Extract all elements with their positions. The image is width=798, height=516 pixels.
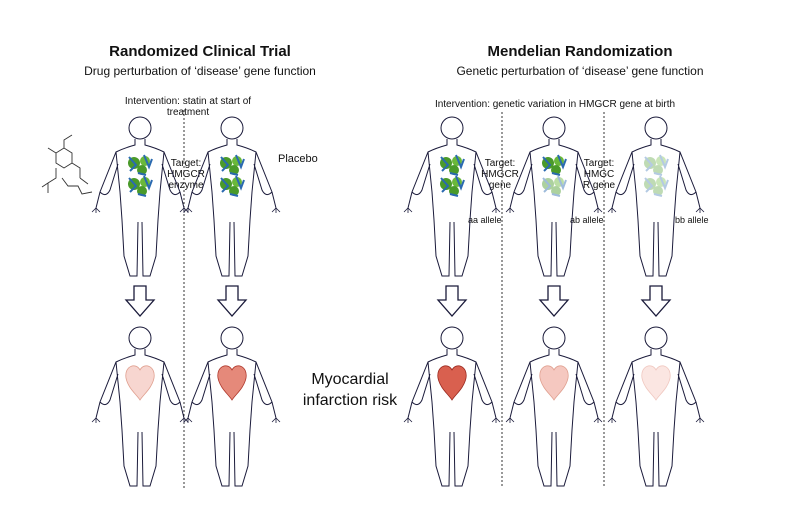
rct-statin-person bbox=[91, 116, 189, 277]
protein-icon-faded bbox=[541, 175, 567, 197]
allele-bb-label: bb allele bbox=[675, 215, 709, 225]
mr-ab-person bbox=[505, 116, 603, 277]
mr-bb-person bbox=[607, 116, 705, 277]
arrow-down-icon bbox=[437, 285, 467, 317]
heart-icon-medium bbox=[217, 365, 247, 401]
rct-target-label: Target: HMGCR enzyme bbox=[167, 158, 205, 191]
mr-ab-outcome-person bbox=[505, 326, 603, 487]
placebo-label: Placebo bbox=[278, 153, 318, 165]
protein-icon bbox=[541, 154, 567, 176]
mr-subtitle: Genetic perturbation of ‘disease’ gene f… bbox=[456, 64, 704, 78]
mr-target-label-2: Target: HMGC R gene bbox=[582, 158, 616, 191]
arrow-down-icon bbox=[539, 285, 569, 317]
mi-risk-label: Myocardial infarction risk bbox=[302, 371, 398, 409]
rct-placebo-outcome-person bbox=[183, 326, 281, 487]
protein-icon bbox=[219, 175, 245, 197]
protein-icon bbox=[219, 154, 245, 176]
mr-aa-person bbox=[403, 116, 501, 277]
protein-icon bbox=[439, 175, 465, 197]
mr-title: Mendelian Randomization bbox=[487, 43, 673, 60]
arrow-down-icon bbox=[641, 285, 671, 317]
rct-subtitle: Drug perturbation of ‘disease’ gene func… bbox=[84, 64, 316, 78]
rct-statin-outcome-person bbox=[91, 326, 189, 487]
rct-intervention-label: Intervention: statin at start of treatme… bbox=[124, 96, 252, 118]
heart-icon-faint bbox=[125, 365, 155, 401]
rct-title: Randomized Clinical Trial bbox=[109, 43, 291, 60]
statin-molecule-icon bbox=[41, 134, 93, 195]
protein-icon bbox=[439, 154, 465, 176]
mr-bb-outcome-person bbox=[607, 326, 705, 487]
protein-icon-faded bbox=[643, 154, 669, 176]
mr-aa-outcome-person bbox=[403, 326, 501, 487]
rct-placebo-person bbox=[183, 116, 281, 277]
allele-aa-label: aa allele bbox=[468, 215, 502, 225]
mr-target-label-1: Target: HMGCR gene bbox=[481, 158, 519, 191]
heart-icon-very-faint bbox=[641, 365, 671, 401]
mr-intervention-label: Intervention: genetic variation in HMGCR… bbox=[434, 99, 676, 110]
heart-icon-faint bbox=[539, 365, 569, 401]
protein-icon bbox=[127, 154, 153, 176]
allele-ab-label: ab allele bbox=[570, 215, 604, 225]
arrow-down-icon bbox=[125, 285, 155, 317]
heart-icon-strong bbox=[437, 365, 467, 401]
protein-icon bbox=[127, 175, 153, 197]
protein-icon-faded bbox=[643, 175, 669, 197]
arrow-down-icon bbox=[217, 285, 247, 317]
